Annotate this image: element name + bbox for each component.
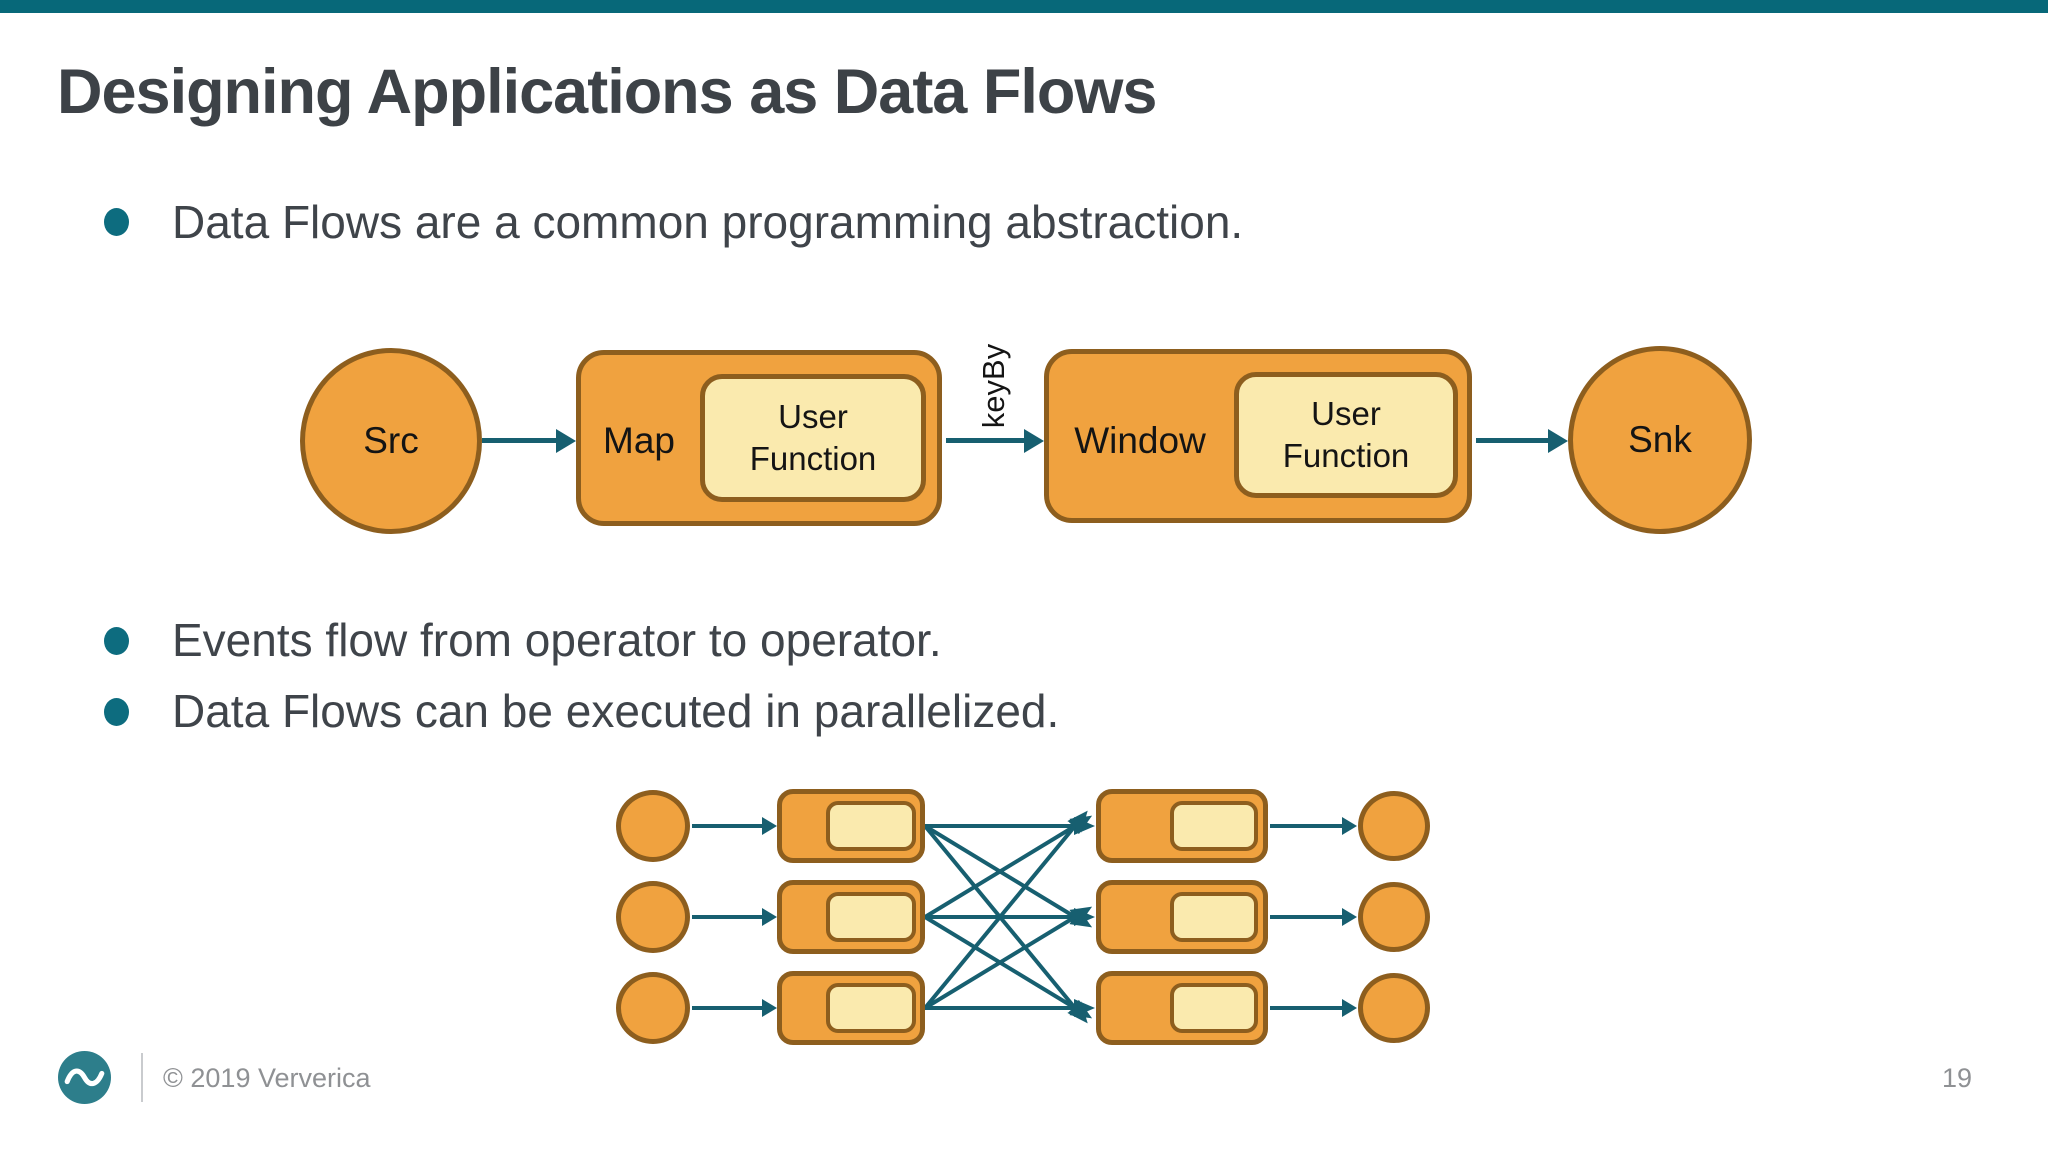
copyright-text: © 2019 Ververica	[163, 1063, 371, 1093]
user-function-box-small	[1170, 801, 1258, 851]
edge-arrow	[1270, 824, 1342, 828]
user-function-box-small	[1170, 892, 1258, 942]
sink-node: Snk	[1568, 346, 1752, 534]
source-node-small	[616, 972, 690, 1044]
user-function-box-small	[826, 892, 916, 942]
bullet-dot	[104, 208, 129, 236]
edge-arrow	[482, 438, 556, 443]
user-function-box-small	[826, 801, 916, 851]
bullet-dot	[104, 627, 129, 655]
sink-label: Snk	[1628, 419, 1692, 460]
keyby-edge-label: keyBy	[976, 343, 1011, 429]
ververica-logo-icon	[58, 1051, 111, 1104]
user-function-label: User Function	[1282, 395, 1410, 474]
source-node-small	[616, 790, 690, 862]
bullet-text: Data Flows are a common programming abst…	[172, 196, 1244, 248]
shuffle-edges	[925, 810, 1095, 1024]
edge-arrow	[692, 824, 762, 828]
top-accent-bar	[0, 0, 2048, 13]
source-node-small	[616, 881, 690, 953]
keyby-edge-arrow	[946, 438, 1024, 443]
map-label: Map	[603, 420, 675, 461]
source-label: Src	[363, 420, 419, 461]
window-label: Window	[1074, 420, 1206, 461]
sink-node-small	[1358, 973, 1430, 1043]
map-user-function-box: User Function	[700, 374, 926, 502]
footer-divider	[141, 1053, 143, 1102]
user-function-box-small	[826, 983, 916, 1033]
edge-arrow	[692, 1006, 762, 1010]
sink-node-small	[1358, 791, 1430, 861]
user-function-box-small	[1170, 983, 1258, 1033]
slide-title: Designing Applications as Data Flows	[57, 57, 1157, 127]
sink-node-small	[1358, 882, 1430, 952]
page-number: 19	[1941, 1063, 1972, 1093]
user-function-label: User Function	[749, 398, 877, 477]
edge-arrow	[1270, 915, 1342, 919]
edge-arrow	[1270, 1006, 1342, 1010]
bullet-text: Events flow from operator to operator.	[172, 614, 942, 666]
window-user-function-box: User Function	[1234, 372, 1458, 498]
edge-arrow	[692, 915, 762, 919]
bullet-dot	[104, 698, 129, 726]
source-node: Src	[300, 348, 482, 534]
bullet-text: Data Flows can be executed in paralleliz…	[172, 685, 1060, 737]
edge-arrow	[1476, 438, 1548, 443]
